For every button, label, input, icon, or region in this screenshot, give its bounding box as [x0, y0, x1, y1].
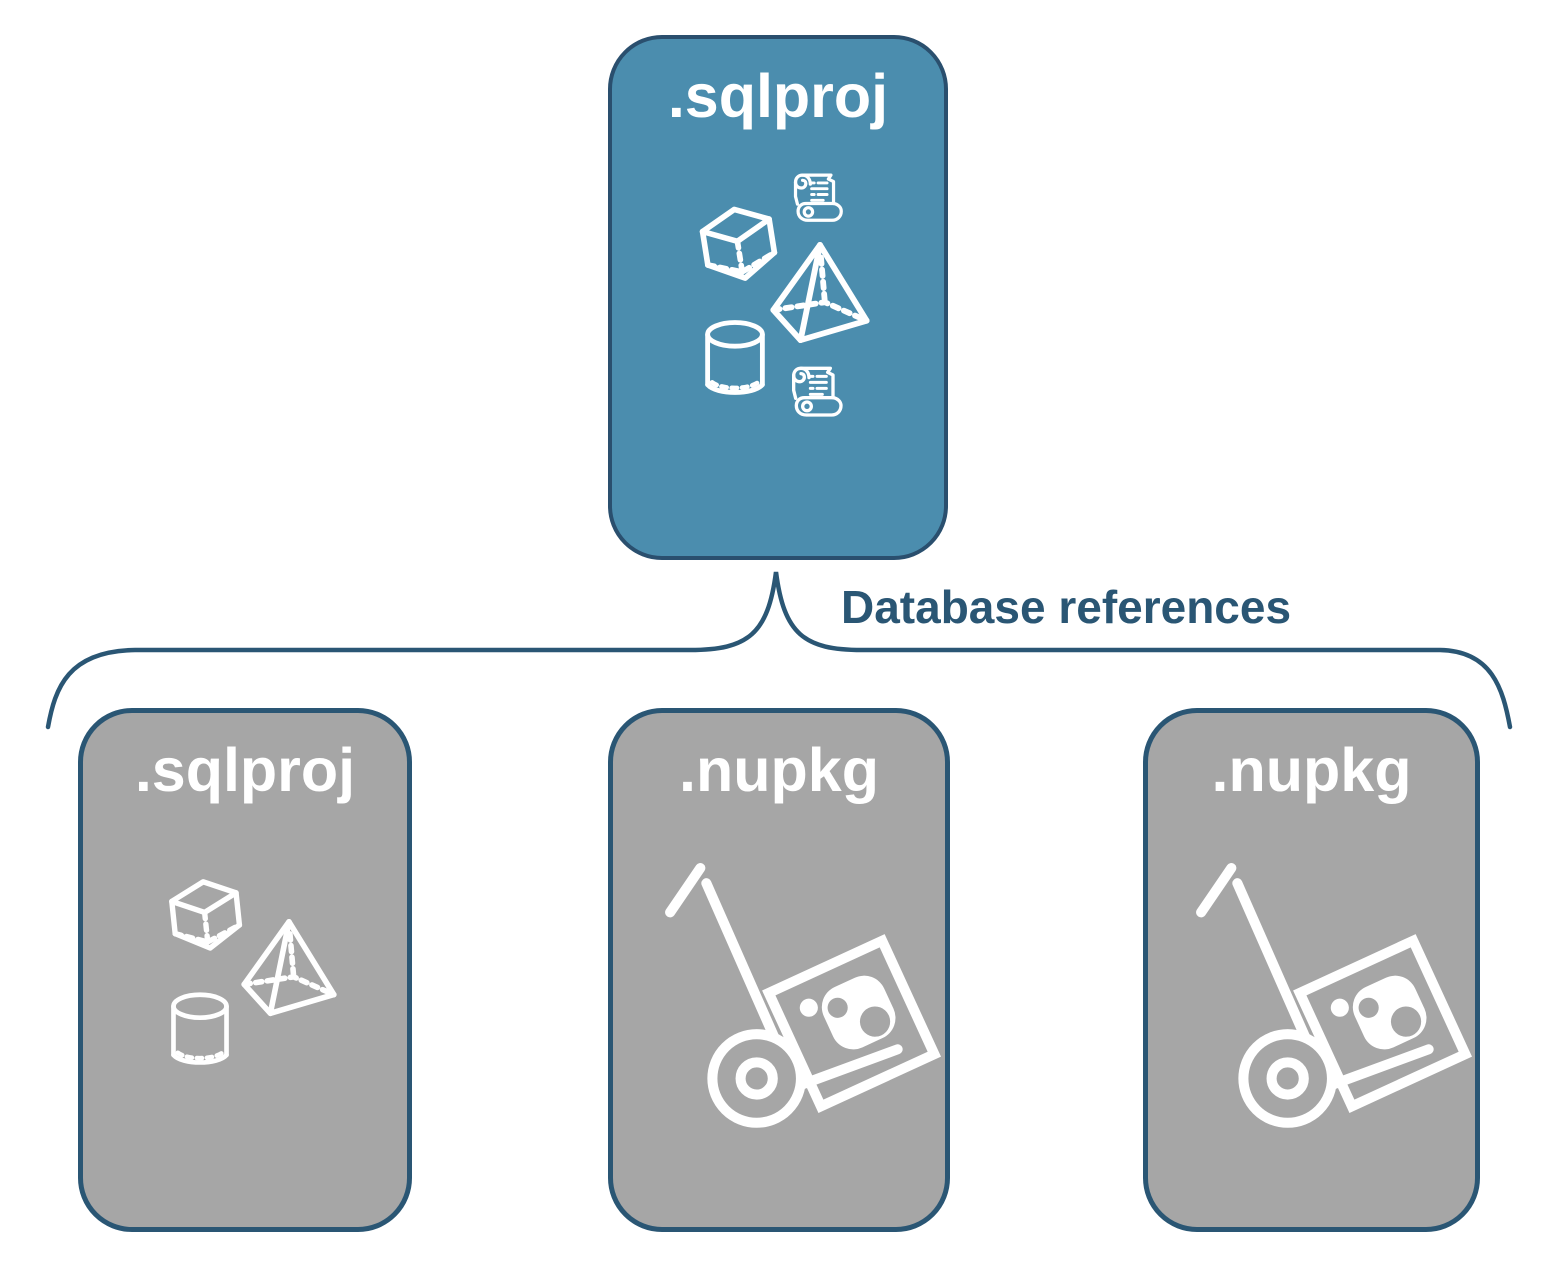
child-node-label: .sqlproj — [134, 736, 356, 804]
root-node-sqlproj: .sqlproj — [608, 35, 948, 560]
handtruck-package-icon — [1184, 855, 1486, 1157]
child-node-label: .nupkg — [679, 736, 879, 804]
handtruck-package-icon — [653, 855, 955, 1157]
pyramid-icon — [768, 242, 872, 344]
child-node-nupkg-1: .nupkg — [608, 708, 950, 1232]
child-node-label: .nupkg — [1211, 736, 1412, 804]
cylinder-icon — [698, 316, 772, 406]
script-scroll-icon — [789, 361, 849, 425]
root-node-label: .sqlproj — [667, 62, 889, 130]
cylinder-icon — [164, 989, 236, 1075]
connector-label: Database references — [841, 581, 1292, 633]
pyramid-icon — [239, 919, 339, 1017]
child-node-sqlproj: .sqlproj — [78, 708, 412, 1232]
child-node-nupkg-2: .nupkg — [1143, 708, 1480, 1232]
script-scroll-icon — [791, 168, 849, 230]
